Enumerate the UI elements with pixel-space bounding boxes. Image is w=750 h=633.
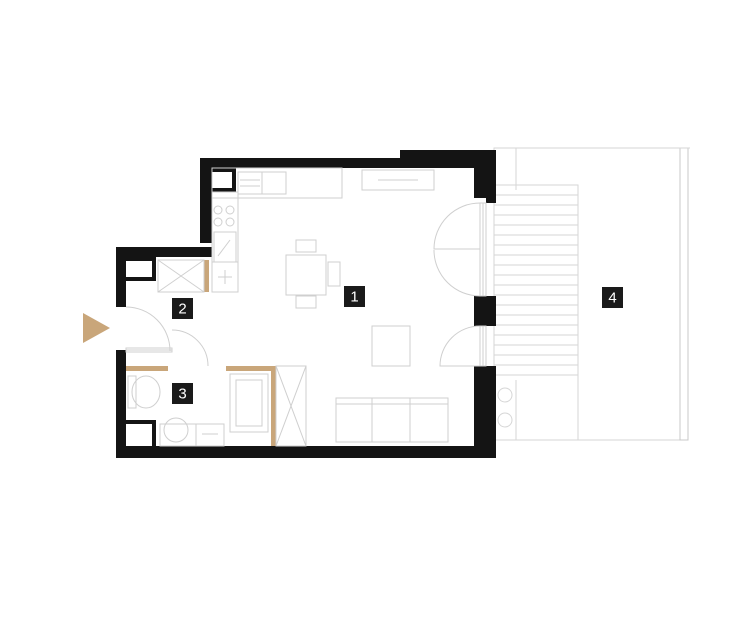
room-label-2: 2 [178,301,186,318]
walls [116,150,496,458]
room-label-4: 4 [608,290,616,307]
room-badge-4: 4 [602,287,623,308]
entrance-arrow-icon [83,313,110,343]
windows [433,202,487,367]
living-area [335,325,449,443]
dining-table [285,239,341,309]
room-badge-3: 3 [172,383,193,404]
entrance-door [125,306,209,367]
accent-partitions [126,260,276,446]
bathroom [127,365,307,447]
kitchen [157,167,435,293]
room-label-1: 1 [350,289,358,306]
room-badge-1: 1 [344,286,365,307]
balcony [493,147,690,441]
room-label-3: 3 [178,386,186,403]
room-badge-2: 2 [172,298,193,319]
